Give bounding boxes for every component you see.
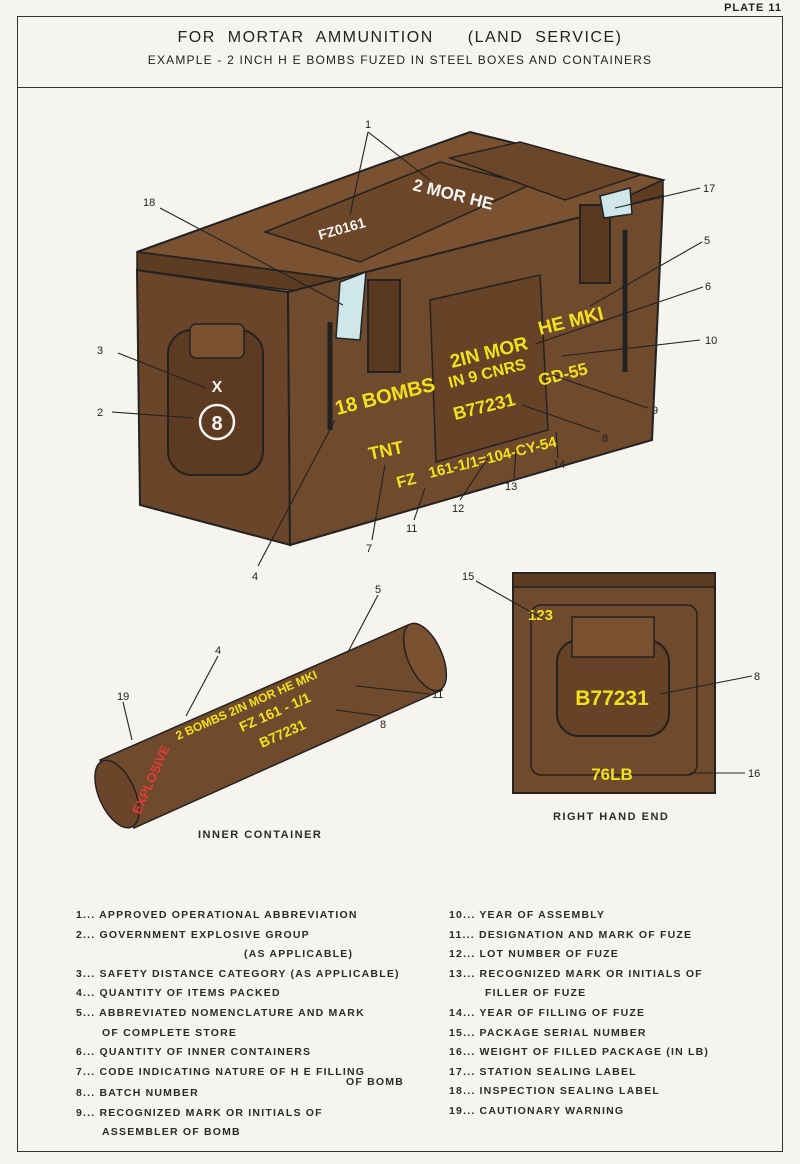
legend-item: 13... RECOGNIZED MARK OR INITIALS OF <box>449 967 703 980</box>
plate-number: PLATE 11 <box>724 2 782 14</box>
end-panel-top <box>512 572 716 588</box>
callout: 18 <box>143 197 155 209</box>
ammunition-box: 2 MOR HE FZ0161 X 8 18 BOMBS 2IN MOR HE … <box>135 130 666 547</box>
callout: 8 <box>754 671 760 683</box>
container-end-left <box>94 759 140 829</box>
callout: 11 <box>406 523 417 535</box>
legend-item: 17... STATION SEALING LABEL <box>449 1065 637 1078</box>
station-sealing-label <box>599 187 633 219</box>
callout: 6 <box>705 281 711 293</box>
legend-item: 14... YEAR OF FILLING OF FUZE <box>449 1006 646 1019</box>
legend-item: 6... QUANTITY OF INNER CONTAINERS <box>76 1046 312 1059</box>
end-marking-batch: B77231 <box>575 687 649 710</box>
callout: 8 <box>380 719 386 731</box>
legend-item: 11... DESIGNATION AND MARK OF FUZE <box>449 928 693 941</box>
legend-left: 1... APPROVED OPERATIONAL ABBREVIATION 2… <box>76 906 404 1143</box>
end-marking-weight: 76LB <box>591 765 633 784</box>
end-marking-serial: 123 <box>528 607 553 624</box>
callout: 8 <box>602 433 608 445</box>
callout: 5 <box>704 235 710 247</box>
right-hand-end: 123 B77231 76LB <box>512 572 716 794</box>
legend-item: 10... YEAR OF ASSEMBLY <box>449 909 606 921</box>
title-right: (LAND SERVICE) <box>467 29 623 46</box>
caption-inner-container: INNER CONTAINER <box>198 829 323 841</box>
legend-right: 10... YEAR OF ASSEMBLY 11... DESIGNATION… <box>449 906 709 1122</box>
callout-numbers: 1 18 17 5 6 10 3 2 9 8 14 13 12 11 7 4 1… <box>97 119 760 780</box>
container-body <box>98 624 444 829</box>
legend-item: 1... APPROVED OPERATIONAL ABBREVIATION <box>76 909 358 921</box>
legend-item: 3... SAFETY DISTANCE CATEGORY (AS APPLIC… <box>76 967 400 980</box>
legend-item: 5... ABBREVIATED NOMENCLATURE AND MARK <box>76 1006 365 1019</box>
callout: 1 <box>365 119 371 131</box>
callout: 4 <box>215 645 221 657</box>
callout: 14 <box>553 459 565 471</box>
leader-lines <box>111 131 753 774</box>
container-end-right <box>402 622 448 692</box>
legend-item: 12... LOT NUMBER OF FUZE <box>449 948 619 961</box>
side-marking-group: 8 <box>211 413 222 435</box>
legend-item-continued: OF COMPLETE STORE <box>102 1026 238 1039</box>
legend-item-continued: (AS APPLICABLE) <box>244 948 354 961</box>
callout: 19 <box>117 691 129 703</box>
callout: 4 <box>252 571 258 583</box>
caption-right-hand-end: RIGHT HAND END <box>553 811 670 823</box>
legend-item: 4... QUANTITY OF ITEMS PACKED <box>76 987 281 1000</box>
legend-item: 15... PACKAGE SERIAL NUMBER <box>449 1026 647 1039</box>
box-end-handle <box>189 323 245 359</box>
box-front-recess <box>429 274 549 463</box>
legend-item: 2... GOVERNMENT EXPLOSIVE GROUP <box>76 928 310 941</box>
callout: 10 <box>705 335 717 347</box>
callout: 11 <box>432 689 443 701</box>
legend-item: 7... CODE INDICATING NATURE OF H E FILLI… <box>76 1065 366 1078</box>
plate-frame: FOR MORTAR AMMUNITION (LAND SERVICE) EXAM… <box>17 16 783 1152</box>
legend-item-continued: FILLER OF FUZE <box>485 987 587 1000</box>
callout: 13 <box>505 481 517 493</box>
box-clasp-left <box>367 279 401 373</box>
plate-header: FOR MORTAR AMMUNITION (LAND SERVICE) EXAM… <box>18 17 782 88</box>
side-marking-group-circle <box>198 403 236 441</box>
plate-subtitle: EXAMPLE - 2 INCH H E BOMBS FUZED IN STEE… <box>147 53 653 67</box>
title-left: FOR MORTAR AMMUNITION <box>177 29 434 46</box>
callout: 12 <box>452 503 464 515</box>
callout: 17 <box>703 183 715 195</box>
callout: 15 <box>462 571 474 583</box>
plate-title: FOR MORTAR AMMUNITION (LAND SERVICE) <box>18 29 782 47</box>
legend-item-continued: OF BOMB <box>346 1076 404 1089</box>
legend-item: 18... INSPECTION SEALING LABEL <box>449 1085 661 1098</box>
callout: 3 <box>97 345 103 357</box>
legend-item-continued: ASSEMBLER OF BOMB <box>102 1126 241 1139</box>
legend-item: 9... RECOGNIZED MARK OR INITIALS OF <box>76 1106 323 1119</box>
callout: 7 <box>366 543 372 555</box>
callout: 5 <box>375 584 381 596</box>
end-panel-inner <box>530 604 698 776</box>
inspection-sealing-label <box>335 270 367 341</box>
legend-item: 8... BATCH NUMBER <box>76 1086 199 1099</box>
callout: 16 <box>748 768 760 780</box>
marking-fuze-1: FZ <box>395 471 418 492</box>
inner-container: EXPLOSIVE 2 BOMBS 2IN MOR HE MKI FZ 161 … <box>94 622 448 829</box>
legend-item: 16... WEIGHT OF FILLED PACKAGE (IN LB) <box>449 1046 710 1059</box>
callout: 9 <box>652 405 658 417</box>
callout: 2 <box>97 407 103 419</box>
end-handle <box>571 616 655 658</box>
legend-item: 19... CAUTIONARY WARNING <box>449 1104 625 1117</box>
box-lid-panel-right <box>447 141 643 201</box>
side-marking-x: X <box>212 379 223 396</box>
